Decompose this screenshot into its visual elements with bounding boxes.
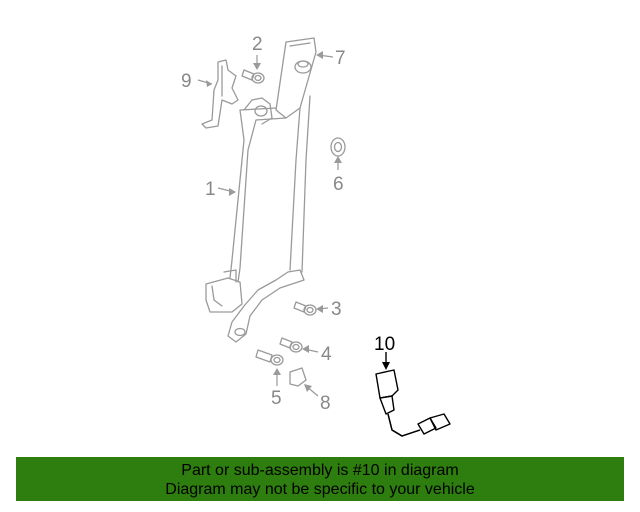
callout-4: 4 [321,344,332,365]
part-8-cover [289,367,319,397]
callout-8: 8 [320,393,331,414]
disclaimer-banner: Part or sub-assembly is #10 in diagram D… [16,457,624,501]
callout-9: 9 [181,71,192,92]
part-1-leader [217,187,236,196]
banner-line-2: Diagram may not be specific to your vehi… [165,481,475,498]
part-9-bracket [197,59,239,129]
callout-7: 7 [335,48,346,69]
part-7-leader [316,51,334,59]
callout-10: 10 [374,334,395,355]
part-1-belt-webbing [205,95,311,343]
part-5-bolt [255,349,284,386]
callout-1: 1 [205,179,216,200]
callout-6: 6 [333,174,344,195]
part-10-buckle-harness [375,352,451,437]
callout-5: 5 [271,388,282,409]
banner-line-1: Part or sub-assembly is #10 in diagram [181,462,459,479]
part-4-bolt [279,337,319,353]
part-3-bolt [293,301,329,316]
part-2-bolt [241,55,265,84]
part-6-nut [330,137,346,170]
callout-2: 2 [252,34,263,55]
callout-3: 3 [331,299,342,320]
